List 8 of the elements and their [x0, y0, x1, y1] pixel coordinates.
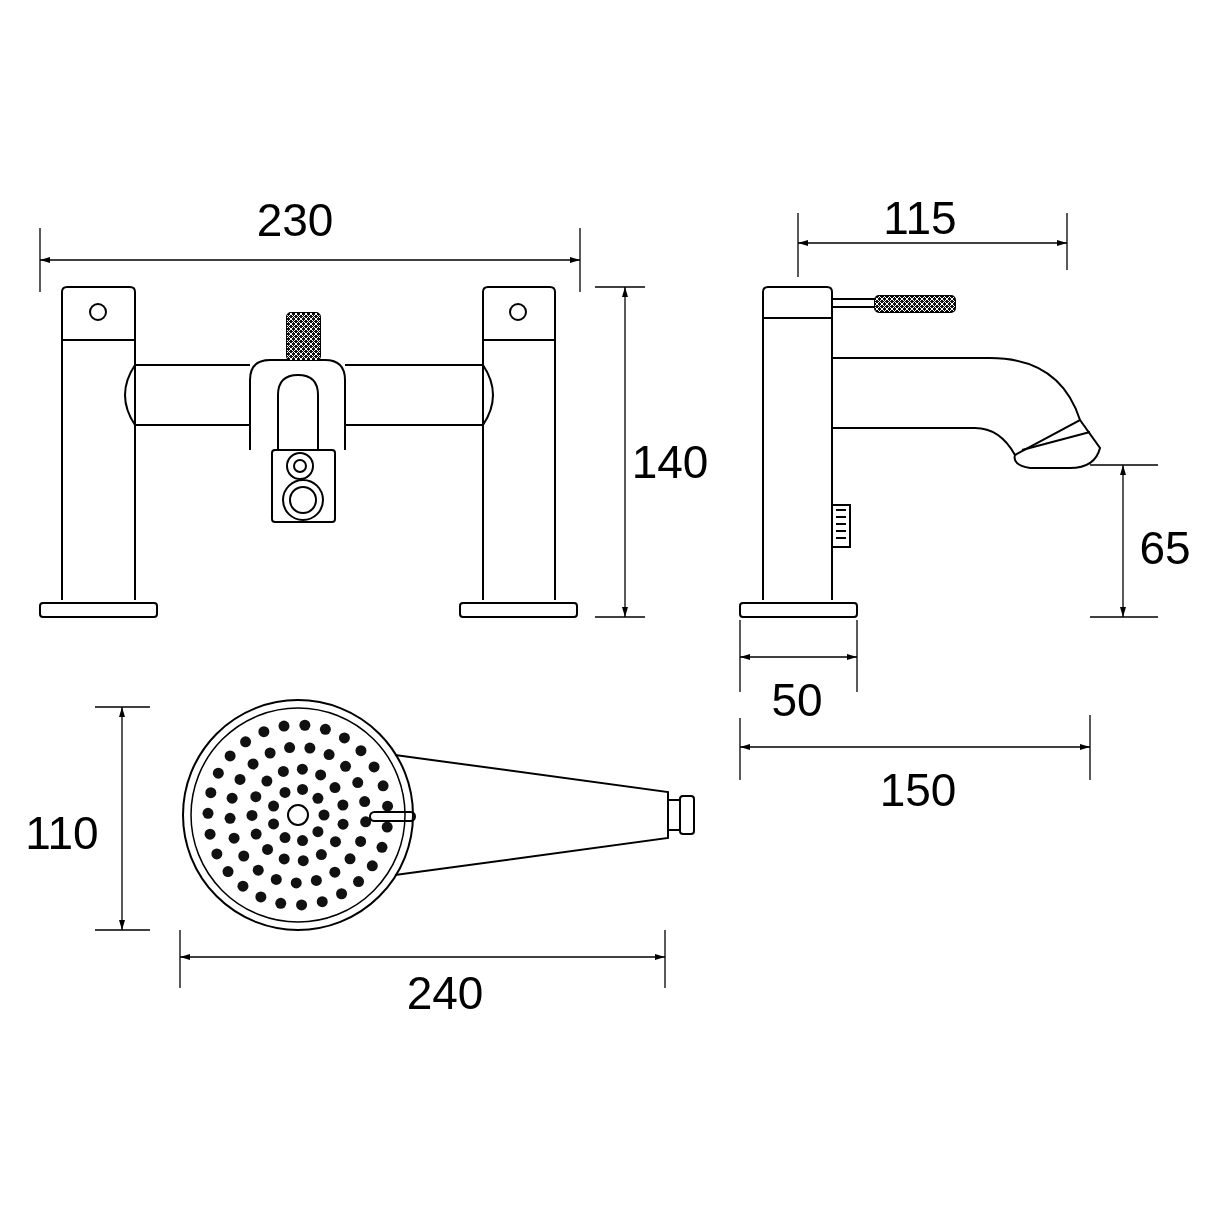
dimension-label: 115 — [883, 195, 957, 241]
dimension-label: 230 — [256, 197, 334, 243]
dimension-label: 65 — [1139, 525, 1191, 571]
dimension-label: 140 — [631, 439, 709, 485]
dimension-label: 240 — [406, 970, 484, 1016]
dimension-label: 110 — [25, 810, 99, 856]
dimension-label: 50 — [771, 677, 823, 723]
dimension-label: 150 — [879, 767, 957, 813]
